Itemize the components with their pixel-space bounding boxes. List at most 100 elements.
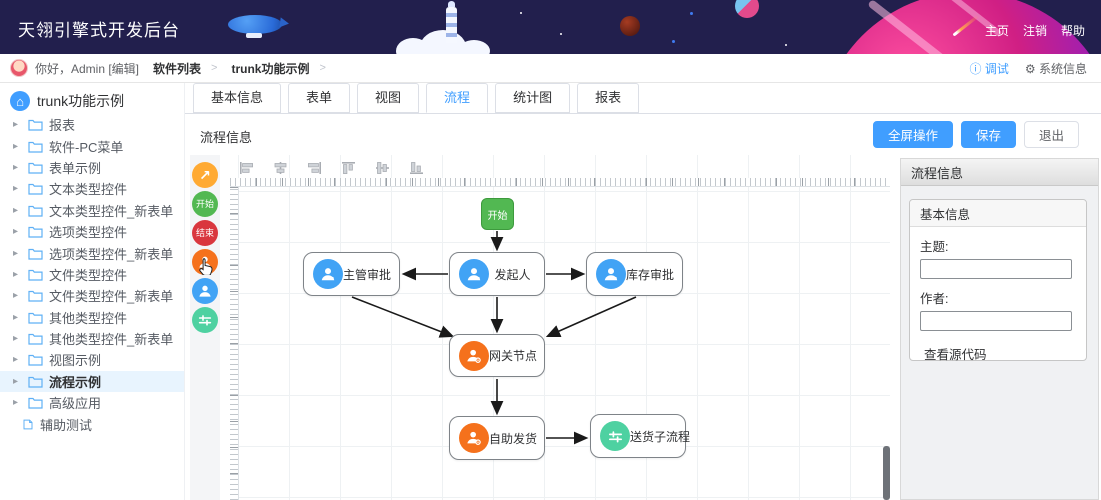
home-link[interactable]: 主页 [984,24,1009,38]
subject-label: 主题: [920,240,949,254]
person-gear-icon [459,423,489,453]
user-task-orange-tool-button[interactable] [192,249,218,275]
caret-right-icon[interactable]: ▸ [13,226,19,238]
topbar-links: 主页 注销 帮助 [985,22,1085,39]
caret-right-icon[interactable]: ▸ [13,204,19,216]
pointer-tool-button[interactable]: ↗ [192,162,218,188]
breadcrumb-software-list[interactable]: 软件列表 [153,61,202,76]
caret-right-icon[interactable]: ▸ [13,183,19,195]
sidebar-item-option-controls-newform[interactable]: ▸ 选项类型控件_新表单 [13,246,174,262]
sidebar-item-aux-test[interactable]: 辅助测试 [0,413,184,434]
caret-right-icon[interactable]: ▸ [13,140,19,152]
debug-link[interactable]: ⓘ 调试 [969,61,1009,76]
flow-node-inventory[interactable]: 库存审批 [586,252,683,296]
tab-report[interactable]: 报表 [577,83,640,113]
caret-right-icon[interactable]: ▸ [13,161,19,173]
caret-right-icon[interactable]: ▸ [13,375,19,387]
canvas-vertical-scrollbar[interactable] [883,446,890,500]
align-right-icon[interactable] [307,161,322,175]
sidebar-item-other-controls-newform[interactable]: ▸ 其他类型控件_新表单 [13,332,174,348]
sidebar-item-form-demo[interactable]: ▸ 表单示例 [13,160,102,176]
tab-basic-info[interactable]: 基本信息 [193,83,282,113]
folder-icon [28,248,43,260]
user-avatar[interactable] [10,59,28,77]
planet-small-decor [620,16,640,36]
end-node-tool-button[interactable]: 结束 [192,220,218,246]
flow-node-gateway[interactable]: 网关节点 [449,334,545,377]
user-task-blue-tool-button[interactable] [192,278,218,304]
file-icon [23,419,33,430]
author-input[interactable] [920,311,1072,331]
caret-right-icon[interactable]: ▸ [13,333,19,345]
caret-right-icon[interactable]: ▸ [13,397,19,409]
align-top-icon[interactable] [341,161,356,175]
folder-icon [28,205,43,217]
view-source-link[interactable]: 查看源代码 [924,348,987,362]
sidebar-item-view-demo[interactable]: ▸ 视图示例 [13,353,102,369]
tab-chart[interactable]: 统计图 [495,83,571,113]
caret-right-icon[interactable]: ▸ [13,268,19,280]
caret-right-icon[interactable]: ▸ [13,311,19,323]
arrow-up-right-icon: ↗ [199,166,211,183]
logout-link[interactable]: 注销 [1022,24,1047,38]
user-greeting: 你好，Admin [编辑] [35,61,140,76]
folder-icon [28,184,43,195]
subprocess-tool-button[interactable] [192,307,218,333]
horizontal-ruler [230,178,890,187]
star-decor [672,40,675,43]
person-icon [459,259,489,289]
save-button[interactable]: 保存 [960,121,1016,148]
flow-canvas[interactable] [230,155,890,500]
sidebar-item-option-controls[interactable]: ▸ 选项类型控件 [13,225,128,241]
flow-node-start[interactable]: 开始 [481,198,514,230]
caret-right-icon[interactable]: ▸ [13,247,19,259]
sidebar-item-pc-menu[interactable]: ▸ 软件-PC菜单 [13,139,124,155]
info-circle-icon: ⓘ [969,61,985,76]
basic-info-title: 基本信息 [910,200,1086,227]
section-title: 流程信息 [200,130,253,145]
sidebar-root[interactable]: ⌂ trunk功能示例 [0,88,184,114]
breadcrumb-trunk-demo[interactable]: trunk功能示例 [231,61,310,76]
help-link[interactable]: 帮助 [1060,24,1085,38]
sidebar-item-process-demo[interactable]: ▸ 流程示例 [0,370,184,393]
breadcrumb-bar: 你好，Admin [编辑] 软件列表 > trunk功能示例 > ⓘ 调试 ⚙ … [0,54,1101,83]
author-label: 作者: [920,292,949,306]
sidebar-item-text-controls[interactable]: ▸ 文本类型控件 [13,182,128,198]
folder-icon [28,333,43,345]
cloud-decor [458,40,490,54]
system-info-link[interactable]: ⚙ 系统信息 [1024,61,1087,76]
folder-icon [28,312,43,324]
tab-form[interactable]: 表单 [288,83,351,113]
align-center-horizontal-icon[interactable] [273,161,288,175]
caret-right-icon[interactable]: ▸ [13,290,19,302]
sidebar-item-report[interactable]: ▸ 报表 [13,118,76,134]
folder-icon [28,141,43,153]
star-decor [785,44,787,46]
sidebar-item-other-controls[interactable]: ▸ 其他类型控件 [13,310,128,326]
flow-node-supervisor[interactable]: 主管审批 [303,252,400,296]
lighthouse-decor [446,1,457,43]
caret-right-icon[interactable]: ▸ [13,119,19,131]
sidebar-item-text-controls-newform[interactable]: ▸ 文本类型控件_新表单 [13,203,174,219]
start-node-tool-button[interactable]: 开始 [192,191,218,217]
person-icon [596,259,626,289]
caret-right-icon[interactable]: ▸ [13,354,19,366]
exit-button[interactable]: 退出 [1023,121,1079,148]
tab-process[interactable]: 流程 [426,83,489,113]
flow-node-initiator[interactable]: 发起人 [449,252,545,296]
sidebar-item-file-controls-newform[interactable]: ▸ 文件类型控件_新表单 [13,289,174,305]
align-left-icon[interactable] [239,161,254,175]
tab-view[interactable]: 视图 [357,83,420,113]
align-bottom-icon[interactable] [409,161,424,175]
sidebar-item-file-controls[interactable]: ▸ 文件类型控件 [13,267,128,283]
align-middle-vertical-icon[interactable] [375,161,390,175]
subject-input[interactable] [920,259,1072,279]
fullscreen-button[interactable]: 全屏操作 [872,121,953,148]
section-buttons: 全屏操作 保存 退出 [872,121,1079,148]
gear-icon: ⚙ [1024,61,1039,76]
flow-node-self-delivery[interactable]: 自助发货 [449,416,545,460]
flow-node-sub-process[interactable]: 送货子流程 [590,414,690,458]
folder-icon [28,398,43,409]
sidebar-item-advanced-app[interactable]: ▸ 高级应用 [13,396,102,412]
